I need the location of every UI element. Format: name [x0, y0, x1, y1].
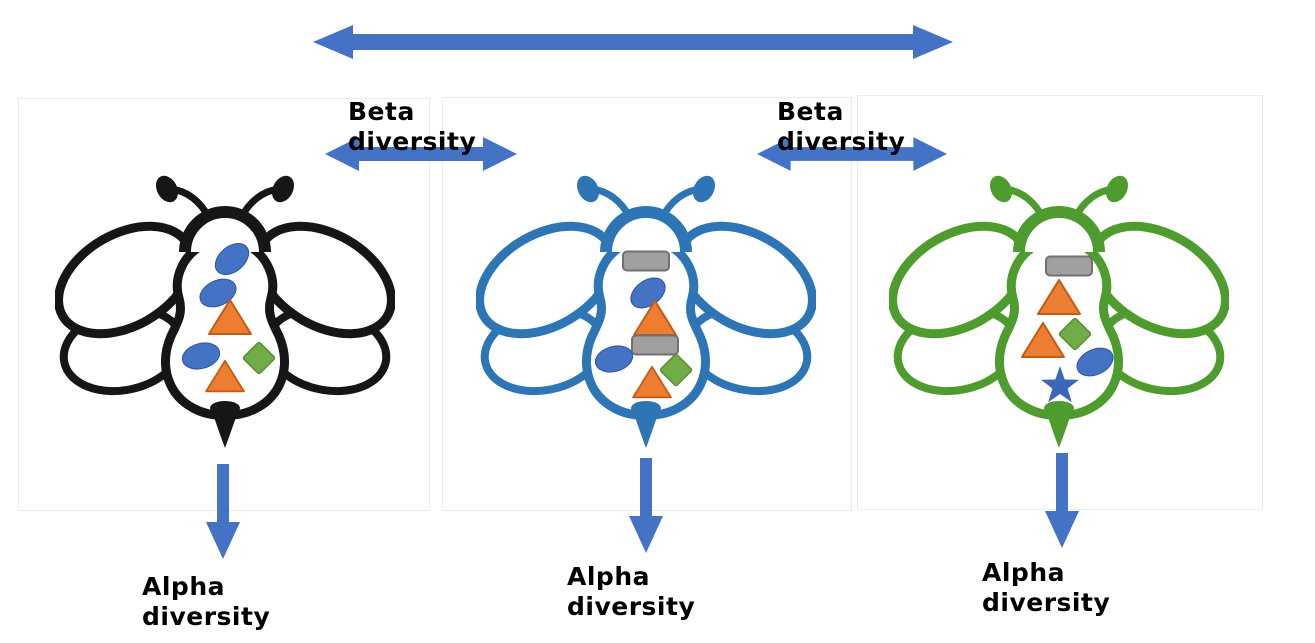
- gray-rectangle: [631, 334, 679, 356]
- bee-3-green: [889, 168, 1229, 468]
- alpha-diversity-arrow-3: [1045, 453, 1079, 548]
- alpha-diversity-label-2: Alpha diversity: [567, 562, 696, 621]
- gray-rectangle: [622, 250, 670, 272]
- alpha-diversity-label-3: Alpha diversity: [982, 558, 1111, 617]
- gray-rectangle: [1045, 255, 1093, 277]
- beta-diversity-label-left: Beta diversity: [348, 97, 477, 156]
- bee-1-black: [55, 168, 395, 468]
- alpha-diversity-label-1: Alpha diversity: [142, 572, 271, 631]
- beta-diversity-arrow-right: [757, 137, 947, 171]
- beta-diversity-arrow-left: [325, 137, 517, 171]
- alpha-diversity-arrow-1: [206, 464, 240, 559]
- alpha-diversity-arrow-2: [629, 458, 663, 553]
- bee-2-blue: [476, 168, 816, 468]
- beta-diversity-label-right: Beta diversity: [777, 97, 906, 156]
- beta-diversity-arrow-top: [313, 25, 953, 59]
